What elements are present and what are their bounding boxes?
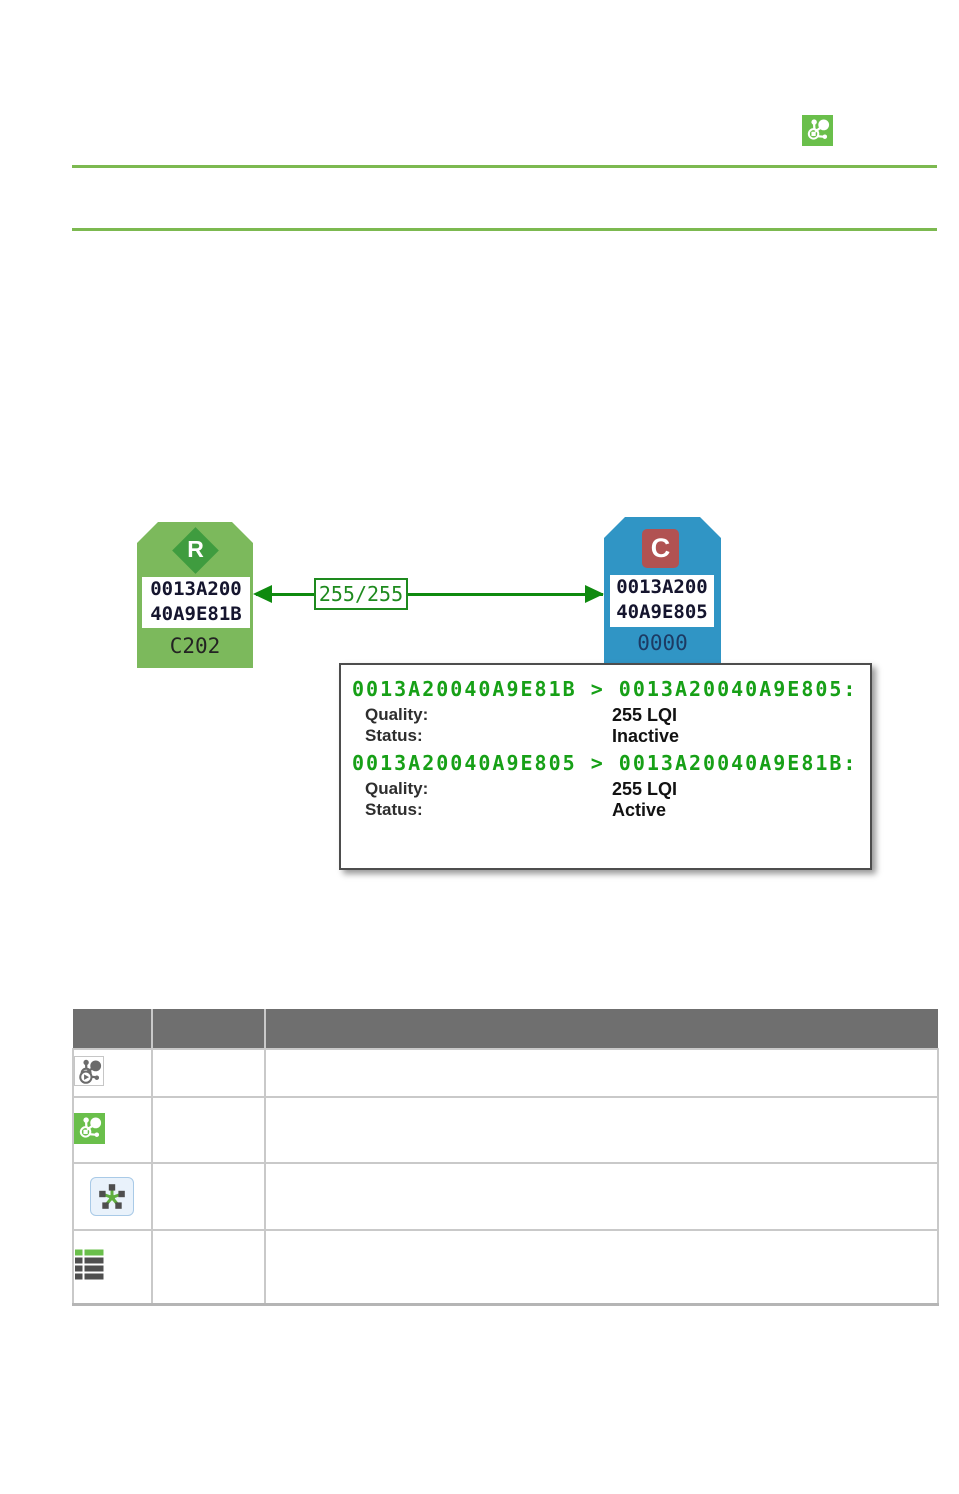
tooltip-status-label: Status: bbox=[365, 726, 423, 745]
table-cell bbox=[151, 1096, 266, 1164]
table-row bbox=[72, 1229, 939, 1306]
link-arrowhead-right-icon bbox=[585, 585, 604, 603]
router-address: 0013A200 40A9E81B bbox=[142, 577, 250, 628]
tooltip-quality-label: Quality: bbox=[365, 705, 429, 724]
table-header-cell bbox=[151, 1009, 266, 1050]
link-line bbox=[256, 593, 603, 596]
coordinator-badge-icon: C bbox=[642, 529, 679, 568]
frames-log-icon bbox=[74, 1248, 105, 1281]
network-mode-active-icon bbox=[74, 1113, 105, 1144]
link-quality-label: 255/255 bbox=[314, 578, 408, 610]
table-cell bbox=[151, 1162, 266, 1231]
router-address-line2: 40A9E81B bbox=[150, 603, 242, 625]
link-arrowhead-left-icon bbox=[253, 585, 272, 603]
table-row bbox=[72, 1048, 939, 1098]
table-cell bbox=[151, 1048, 266, 1098]
coordinator-address-line2: 40A9E805 bbox=[616, 601, 708, 623]
network-working-mode-icon bbox=[802, 115, 833, 146]
table-cell bbox=[264, 1229, 939, 1306]
tooltip-quality-label: Quality: bbox=[365, 779, 429, 798]
table-header-cell bbox=[73, 1009, 153, 1050]
tooltip-status-value: Active bbox=[612, 800, 667, 820]
router-node-id: C202 bbox=[169, 634, 221, 658]
coordinator-node-id: 0000 bbox=[637, 631, 688, 655]
coordinator-address-line1: 0013A200 bbox=[616, 576, 708, 598]
link-tooltip: 0013A20040A9E81B > 0013A20040A9E805: Qua… bbox=[339, 663, 872, 870]
tooltip-quality-value: 255 LQI bbox=[612, 705, 678, 725]
table-cell bbox=[264, 1096, 939, 1164]
tooltip-entry-title: 0013A20040A9E81B > 0013A20040A9E805: bbox=[352, 677, 858, 701]
table-cell bbox=[151, 1229, 266, 1306]
section-divider-top bbox=[72, 165, 937, 168]
section-divider-bottom bbox=[72, 228, 937, 231]
tooltip-entry-title: 0013A20040A9E805 > 0013A20040A9E81B: bbox=[352, 751, 858, 775]
table-header-cell bbox=[264, 1009, 938, 1050]
table-cell bbox=[264, 1048, 939, 1098]
router-badge-letter: R bbox=[187, 536, 204, 562]
coordinator-badge-letter: C bbox=[650, 533, 671, 563]
table-cell bbox=[264, 1162, 939, 1231]
table-row bbox=[72, 1096, 939, 1164]
coordinator-address: 0013A200 40A9E805 bbox=[610, 575, 714, 627]
table-row bbox=[72, 1162, 939, 1231]
router-address-line1: 0013A200 bbox=[150, 578, 242, 600]
tooltip-quality-value: 255 LQI bbox=[612, 779, 678, 799]
network-mode-idle-icon bbox=[74, 1056, 104, 1087]
tooltip-status-label: Status: bbox=[365, 800, 423, 819]
table-header-row bbox=[73, 1009, 938, 1050]
tooltip-status-value: Inactive bbox=[612, 726, 680, 746]
icon-reference-table bbox=[72, 1009, 939, 1306]
network-topology-icon bbox=[90, 1177, 134, 1216]
